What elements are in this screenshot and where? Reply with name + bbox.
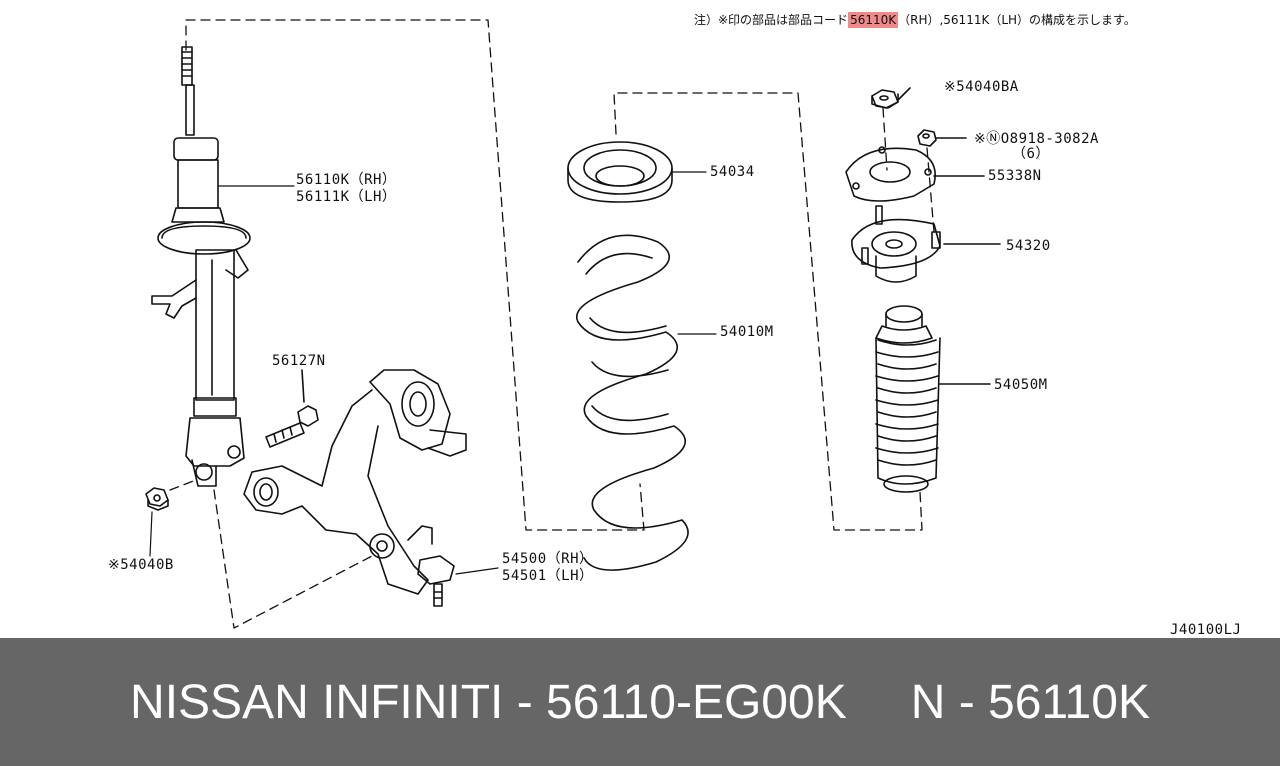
diagram-code: J40100LJ — [1170, 622, 1242, 638]
label-nut: ※54040B — [108, 557, 174, 573]
exploded-view-drawing — [145, 19, 1001, 629]
spring-seat-drawing — [567, 141, 673, 203]
label-strut-lh: 56111K（LH） — [296, 189, 397, 205]
top-nut-drawing — [871, 87, 911, 109]
nut-drawing — [145, 487, 169, 511]
small-nut-drawing — [917, 129, 967, 147]
label-strut-mount: 54320 — [1006, 238, 1051, 254]
strut-mount-drawing — [851, 205, 1001, 283]
strut-assembly-drawing — [151, 46, 251, 487]
leader-lines — [149, 171, 717, 575]
label-arm-rh: 54500（RH） — [502, 551, 594, 567]
title-banner: NISSAN INFINITI - 56110-EG00K N - 56110K — [0, 638, 1280, 766]
banner-part-number: NISSAN INFINITI - 56110-EG00K — [130, 675, 847, 729]
label-small-nut-qty: （6） — [1012, 146, 1050, 162]
label-spring-seat: 54034 — [710, 164, 755, 180]
label-small-nut: ※ⓃO8918-3082A — [974, 131, 1099, 147]
coil-spring-drawing — [576, 234, 689, 571]
label-coil-spring: 54010M — [720, 324, 774, 340]
control-arm-drawing — [243, 369, 467, 607]
label-plate: 55338N — [988, 168, 1042, 184]
label-strut-rh: 56110K（RH） — [296, 172, 397, 188]
label-boot: 54050M — [994, 377, 1048, 393]
banner-short-code: N - 56110K — [910, 675, 1150, 729]
bolt-drawing — [265, 369, 319, 448]
note-suffix: （RH）,56111K（LH）の構成を示します。 — [898, 13, 1136, 27]
plate-drawing — [845, 146, 985, 202]
label-top-nut: ※54040BA — [944, 79, 1019, 95]
note-prefix: 注）※印の部品は部品コード — [694, 13, 849, 27]
dashed-guide-lines — [169, 19, 935, 629]
note-highlight: 56110K — [848, 12, 899, 28]
boot-drawing — [875, 305, 991, 493]
label-bolt: 56127N — [272, 353, 326, 369]
banner-text: NISSAN INFINITI - 56110-EG00K N - 56110K — [0, 638, 1280, 766]
label-arm-lh: 54501（LH） — [502, 568, 594, 584]
